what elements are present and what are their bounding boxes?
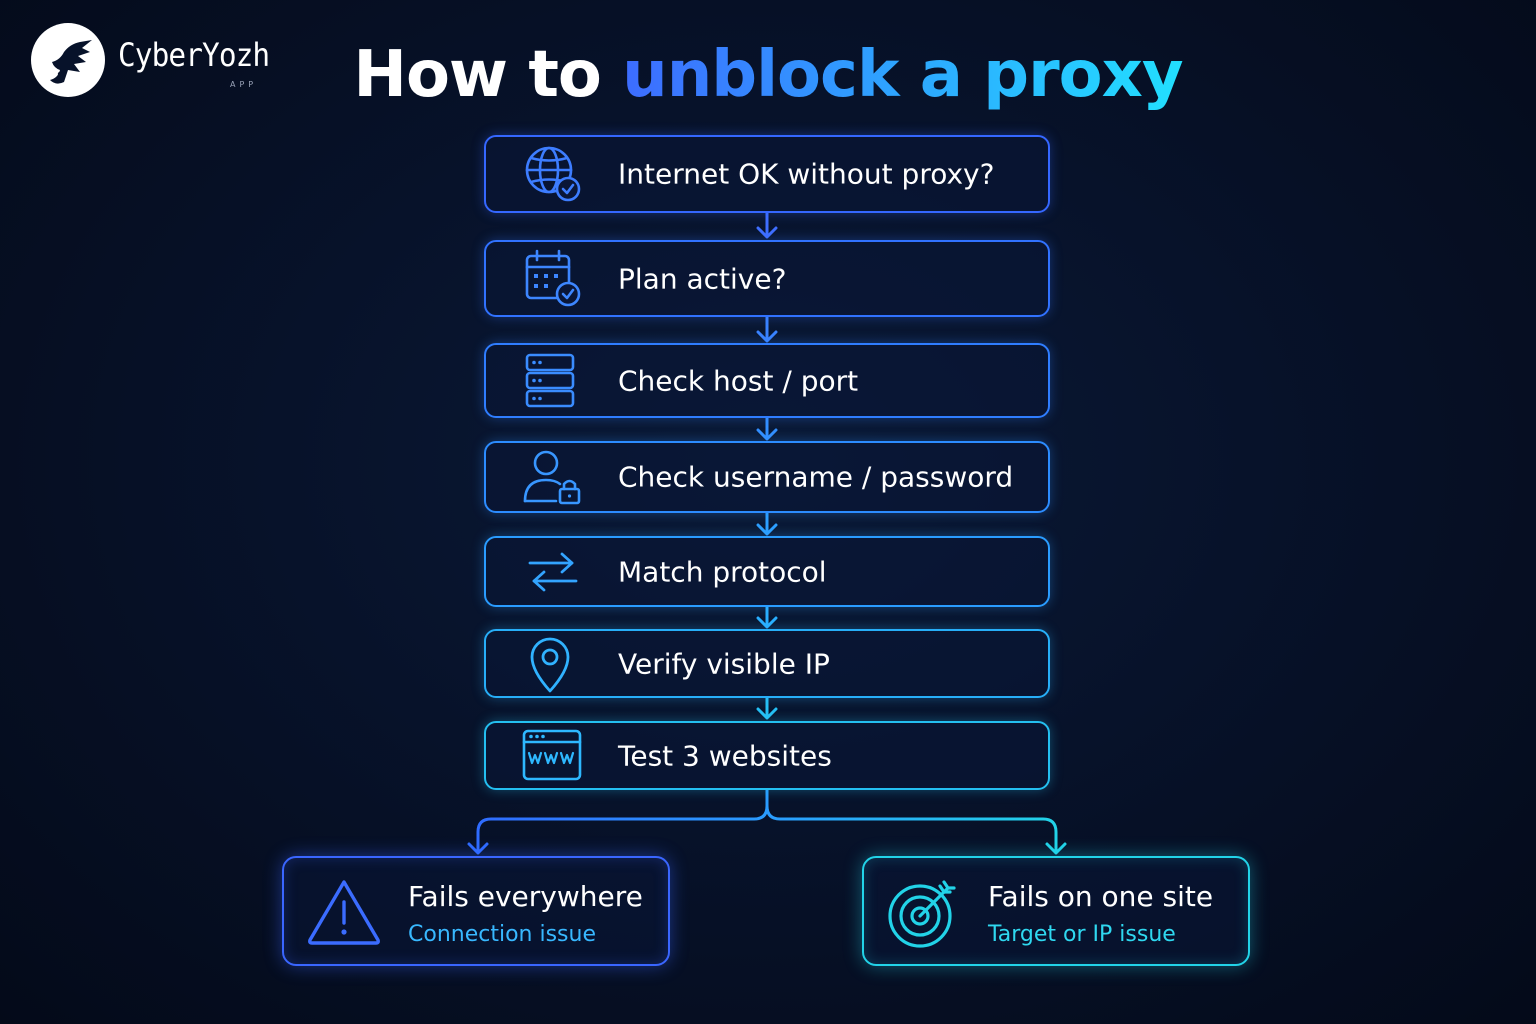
step-label: Check host / port: [618, 364, 859, 397]
arrows-swap-icon: [528, 552, 578, 591]
brand-subtitle: APP: [230, 80, 258, 89]
step-visible-ip: Verify visible IP: [484, 629, 1050, 698]
outcome-fails-everywhere: Fails everywhere Connection issue: [282, 856, 670, 966]
step-label: Plan active?: [618, 262, 787, 295]
connector-5: [756, 605, 778, 629]
step-label: Verify visible IP: [618, 647, 830, 680]
connector-3: [756, 416, 778, 441]
step-plan-active: Plan active?: [484, 240, 1050, 317]
www-browser-icon: [522, 729, 582, 780]
target-icon: [888, 880, 956, 948]
globe-check-icon: [525, 146, 581, 202]
location-pin-icon: [530, 637, 570, 692]
step-label: Check username / password: [618, 460, 1014, 494]
step-label: Test 3 websites: [618, 739, 832, 772]
step-protocol: Match protocol: [484, 536, 1050, 607]
step-label: Match protocol: [618, 555, 827, 588]
connector-4: [756, 511, 778, 536]
brand-name: CyberYozh: [118, 36, 270, 74]
warning-triangle-icon: [308, 880, 380, 945]
hedgehog-logo-icon: [31, 23, 105, 97]
step-test-websites: Test 3 websites: [484, 721, 1050, 790]
branch-arrow-right: [1045, 842, 1067, 855]
brand: CyberYozh APP: [30, 22, 290, 100]
step-host-port: Check host / port: [484, 343, 1050, 418]
connector-2: [756, 315, 778, 343]
connector-6: [756, 696, 778, 720]
branch-arrow-left: [467, 842, 489, 855]
title-highlight: unblock a proxy: [622, 38, 1183, 112]
step-label: Internet OK without proxy?: [618, 157, 995, 191]
outcome-subtitle: Target or IP issue: [988, 922, 1176, 947]
branch-connector: [476, 788, 1058, 854]
step-internet-check: Internet OK without proxy?: [484, 135, 1050, 213]
user-lock-icon: [523, 450, 581, 505]
outcome-fails-one-site: Fails on one site Target or IP issue: [862, 856, 1250, 966]
step-credentials: Check username / password: [484, 441, 1050, 513]
page-title: How to unblock a proxy: [0, 38, 1536, 112]
server-icon: [525, 353, 575, 407]
outcome-title: Fails everywhere: [408, 880, 643, 913]
title-lead: How to: [353, 38, 623, 112]
connector-1: [756, 211, 778, 239]
outcome-subtitle: Connection issue: [408, 922, 596, 947]
calendar-check-icon: [525, 249, 581, 306]
outcome-title: Fails on one site: [988, 880, 1214, 913]
